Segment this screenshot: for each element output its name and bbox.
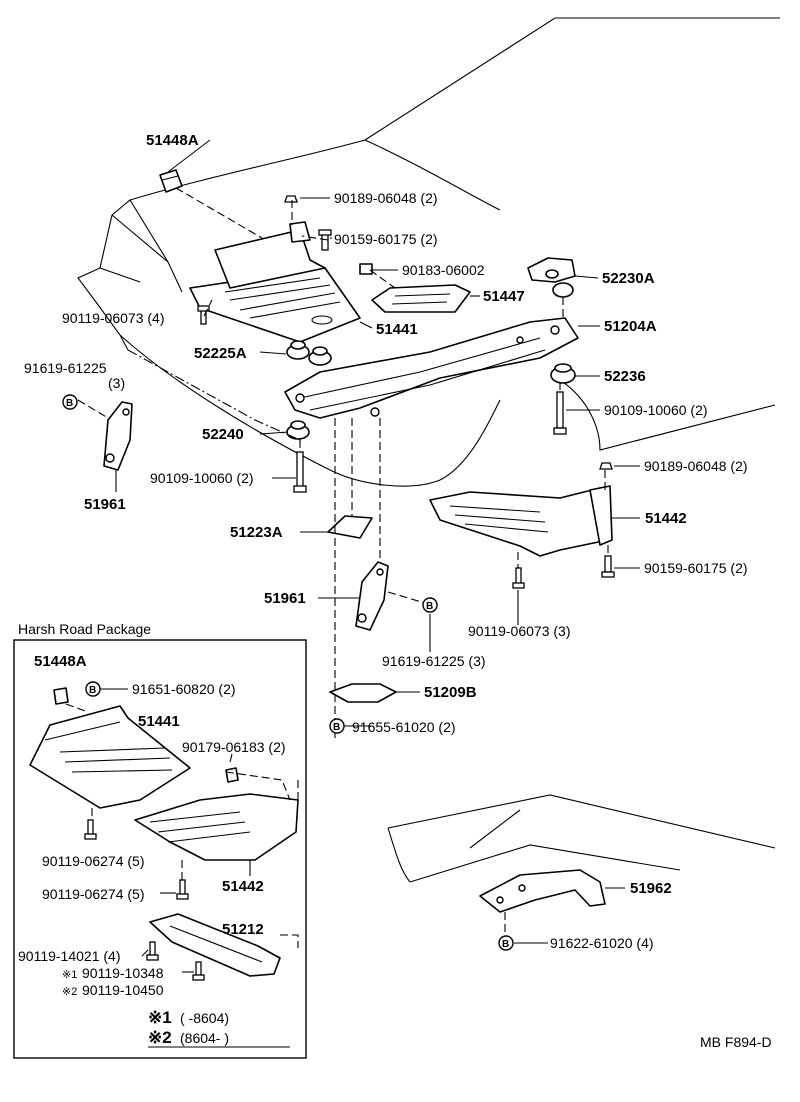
label-52230A: 52230A: [602, 270, 655, 287]
skid-plate-51442: [429, 485, 613, 557]
legend2-range: (8604- ): [180, 1030, 229, 1046]
label-91622: 91622-61020 (4): [550, 935, 654, 951]
label-90119-06073-4: 90119-06073 (4): [62, 310, 164, 326]
harsh-road-frame: [13, 639, 307, 1059]
circle-b-mid: [422, 597, 438, 613]
label-51441-top: 51441: [376, 321, 418, 338]
label-51223A: 51223A: [230, 524, 283, 541]
label-hr-90119-a: 90119-06274 (5): [42, 853, 144, 869]
mount-52240: [286, 420, 310, 440]
label-hr-51448A: 51448A: [34, 653, 87, 670]
label-hr-51442: 51442: [222, 878, 264, 895]
clip-51448A: [159, 169, 183, 193]
bolts-top: [197, 195, 615, 589]
legend1-range: ( -8604): [180, 1010, 229, 1026]
svg-text:B: B: [333, 722, 340, 733]
note2-mark: ※2: [62, 986, 77, 998]
harsh-road-title: Harsh Road Package: [18, 621, 151, 637]
note2-part: 90119-10450: [82, 982, 164, 998]
label-hr-51441: 51441: [138, 713, 180, 730]
bracket-51961-left: [103, 401, 133, 471]
mount-52236: [550, 363, 576, 384]
label-51442-top: 51442: [645, 510, 687, 527]
label-52225A: 52225A: [194, 345, 247, 362]
bracket-51962-view: [387, 794, 776, 944]
label-51204A: 51204A: [604, 318, 657, 335]
label-90109-right: 90109-10060 (2): [604, 402, 708, 418]
main-labels: 51448A 90189-06048 (2) 90159-60175 (2) 9…: [24, 132, 772, 1050]
plate-51209B: [329, 683, 397, 703]
label-91619-left: 91619-61225: [24, 360, 107, 376]
mount-52225A: [286, 340, 332, 366]
label-hr-51212: 51212: [222, 921, 264, 938]
legend1-mark: ※1: [148, 1008, 172, 1027]
note1-part: 90119-10348: [82, 965, 164, 981]
leader-lines: [77, 139, 640, 740]
label-90159-right: 90159-60175 (2): [644, 560, 748, 576]
circle-b-markers: [62, 394, 514, 951]
label-51209B: 51209B: [424, 684, 477, 701]
pad-51223A: [327, 515, 373, 539]
label-51962: 51962: [630, 880, 672, 897]
svg-text:B: B: [502, 939, 509, 950]
circle-b-51962: [498, 935, 514, 951]
label-51961-left: 51961: [84, 496, 126, 513]
circle-b-letters: B B B B B: [66, 398, 509, 950]
note1-mark: ※1: [62, 969, 77, 981]
label-51447: 51447: [483, 288, 525, 305]
label-90189-top: 90189-06048 (2): [334, 190, 438, 206]
mount-52230A: [527, 257, 576, 298]
circle-b-left: [62, 394, 78, 410]
legend2-mark: ※2: [148, 1028, 172, 1047]
label-hr-91651: 91651-60820 (2): [132, 681, 236, 697]
label-51961-mid: 51961: [264, 590, 306, 607]
harsh-road-labels: Harsh Road Package 51448A 91651-60820 (2…: [18, 621, 290, 1048]
label-hr-90119-14021: 90119-14021 (4): [18, 948, 120, 964]
harsh-road-parts: [29, 687, 299, 981]
crossmember-51204A: [284, 317, 579, 419]
bracket-51961-mid: [355, 561, 389, 631]
label-90109-left: 90109-10060 (2): [150, 470, 254, 486]
label-91619-mid: 91619-61225 (3): [382, 653, 486, 669]
circle-b-bottom: [329, 718, 345, 734]
label-91655: 91655-61020 (2): [352, 719, 456, 735]
svg-text:B: B: [426, 601, 433, 612]
reference-code: MB F894-D: [700, 1034, 772, 1050]
label-hr-90179: 90179-06183 (2): [182, 739, 286, 755]
label-90159-top: 90159-60175 (2): [334, 231, 438, 247]
label-90189-right: 90189-06048 (2): [644, 458, 748, 474]
label-90119-06073-3: 90119-06073 (3): [468, 623, 570, 639]
label-hr-90119-b: 90119-06274 (5): [42, 886, 144, 902]
label-52236: 52236: [604, 368, 646, 385]
label-51448A-top: 51448A: [146, 132, 199, 149]
label-91619-left-qty: (3): [108, 375, 125, 391]
plate-51447: [359, 263, 471, 313]
label-90183: 90183-06002: [402, 262, 485, 278]
svg-text:B: B: [66, 398, 73, 409]
vehicle-body-outline: [77, 17, 780, 487]
skid-plate-51441: [189, 221, 361, 343]
svg-text:B: B: [89, 685, 96, 696]
label-52240: 52240: [202, 426, 244, 443]
